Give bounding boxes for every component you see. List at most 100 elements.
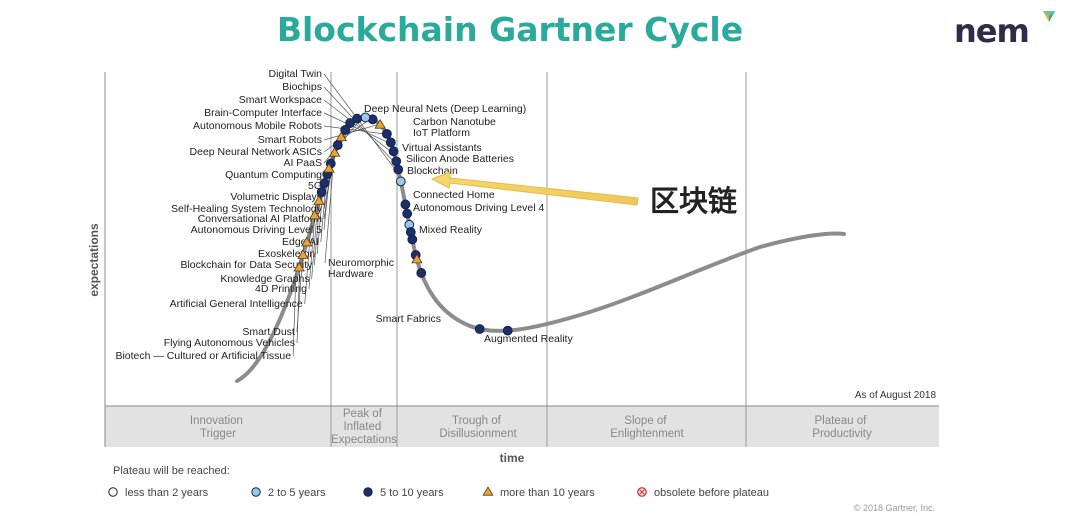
annotation-label: 区块链 xyxy=(650,184,737,218)
leader-knowledge-graphs xyxy=(311,192,319,280)
marker-biotech-cultured-or-artificial-tissue xyxy=(293,261,305,272)
annotation-arrow xyxy=(430,171,639,206)
brand-name: nem xyxy=(954,12,1030,50)
marker-neuromorphic-hardware xyxy=(323,162,335,173)
legend-marker-5-to-10-years xyxy=(363,487,373,497)
marker-volumetric-displays xyxy=(340,125,351,135)
marker-brain-computer-interface xyxy=(385,137,396,148)
marker-blockchain-for-data-security xyxy=(319,178,330,189)
nem-logo: nem xyxy=(954,11,1055,50)
legend-label-less-than-2-years: less than 2 years xyxy=(125,487,209,499)
label-flying-autonomous-vehicles: Flying Autonomous Vehicles xyxy=(164,337,295,349)
phase-label-peak: Peak of Inflated Expectations xyxy=(331,408,397,446)
legend-marker-obsolete-before-plateau xyxy=(637,487,647,497)
label-ai-paas: AI PaaS xyxy=(283,157,322,169)
label-4d-printing: 4D Printing xyxy=(255,283,307,295)
legend-marker-2-to-5-years xyxy=(251,487,261,497)
technology-markers xyxy=(293,112,513,336)
label-brain-computer-interface: Brain-Computer Interface xyxy=(204,107,322,119)
label-volumetric-displays: Volumetric Displays xyxy=(230,191,322,203)
marker-4d-printing xyxy=(313,195,325,205)
marker-iot-platform xyxy=(402,208,413,219)
label-smart-robots: Smart Robots xyxy=(258,134,322,146)
leader-smart-workspace xyxy=(323,99,391,152)
legend-label-more-than-10-years: more than 10 years xyxy=(500,487,595,499)
label-artificial-general-intelligence: Artificial General Intelligence xyxy=(170,298,303,310)
marker-self-healing-system-technology xyxy=(335,131,347,142)
marker-flying-autonomous-vehicles xyxy=(297,249,309,259)
copyright: © 2018 Gartner, Inc. xyxy=(854,503,935,513)
label-biochips: Biochips xyxy=(282,81,322,93)
label-autonomous-driving-level-5: Autonomous Driving Level 5 xyxy=(191,224,322,236)
marker-augmented-reality xyxy=(502,325,513,336)
nem-logo-icon xyxy=(1043,11,1055,22)
page-title: Blockchain Gartner Cycle xyxy=(276,10,744,49)
label-quantum-computing: Quantum Computing xyxy=(225,169,322,181)
label-autonomous-mobile-robots: Autonomous Mobile Robots xyxy=(193,120,322,132)
legend-items: less than 2 years 2 to 5 years 5 to 10 yea… xyxy=(108,486,769,499)
label-neuromorphic-hardware-1: Neuromorphic xyxy=(328,257,394,269)
marker-deep-neural-nets-deep-learning xyxy=(395,176,406,187)
label-mixed-reality: Mixed Reality xyxy=(419,224,483,236)
leader-neuromorphic-hardware xyxy=(324,168,334,264)
label-connected-home: Connected Home xyxy=(413,189,495,201)
phase-label-plateau: Plateau of Productivity xyxy=(812,415,872,440)
label-deep-neural-nets-deep-learning: Deep Neural Nets (Deep Learning) xyxy=(364,103,526,115)
label-carbon-nanotube: Carbon Nanotube xyxy=(413,116,496,128)
marker-mixed-reality xyxy=(416,268,427,278)
y-axis-label: expectations xyxy=(87,223,101,297)
label-edge-ai: Edge AI xyxy=(282,236,319,248)
label-smart-dust: Smart Dust xyxy=(242,326,295,338)
marker-smart-dust xyxy=(301,236,313,247)
leader-conversational-ai-platform xyxy=(323,145,336,220)
marker-smart-robots xyxy=(374,118,386,129)
label-autonomous-driving-level-4: Autonomous Driving Level 4 xyxy=(413,202,544,214)
label-deep-neural-network-asics: Deep Neural Network ASICs xyxy=(190,146,322,158)
phase-band xyxy=(105,406,939,447)
label-smart-workspace: Smart Workspace xyxy=(239,94,322,106)
marker-ai-paas xyxy=(360,112,371,123)
marker-autonomous-mobile-robots xyxy=(381,128,392,139)
blockchain-annotation: 区块链 xyxy=(430,171,737,218)
label-neuromorphic-hardware-2: Hardware xyxy=(328,268,374,280)
leader-autonomous-mobile-robots xyxy=(323,125,384,135)
label-conversational-ai-platform: Conversational AI Platform xyxy=(198,213,323,225)
phase-dividers xyxy=(330,72,747,447)
legend-label-5-to-10-years: 5 to 10 years xyxy=(380,487,444,499)
x-axis-label: time xyxy=(500,451,525,465)
label-augmented-reality: Augmented Reality xyxy=(484,333,573,345)
label-virtual-assistants: Virtual Assistants xyxy=(402,142,482,154)
marker-knowledge-graphs xyxy=(316,187,327,198)
legend-marker-less-than-2-years xyxy=(108,487,118,497)
phase-label-slope: Slope of Enlightenment xyxy=(610,415,684,440)
phase-label-trough: Trough of Disillusionment xyxy=(439,415,517,440)
label-self-healing-system-technology: Self-Healing System Technology xyxy=(171,203,323,215)
label-silicon-anode-batteries: Silicon Anode Batteries xyxy=(406,153,514,165)
marker-artificial-general-intelligence xyxy=(308,209,321,220)
label-digital-twin: Digital Twin xyxy=(269,68,323,80)
leader-biotech-cultured-or-artificial-tissue xyxy=(292,267,297,357)
legend-title: Plateau will be reached: xyxy=(113,465,230,477)
marker-blockchain xyxy=(407,234,418,245)
label-iot-platform: IoT Platform xyxy=(413,127,470,139)
as-of-note: As of August 2018 xyxy=(855,390,937,401)
marker-digital-twin xyxy=(393,164,404,175)
legend: Plateau will be reached: less than 2 yea… xyxy=(108,465,769,499)
label-knowledge-graphs: Knowledge Graphs xyxy=(220,273,309,285)
label-smart-fabrics: Smart Fabrics xyxy=(376,313,441,325)
legend-label-obsolete-before-plateau: obsolete before plateau xyxy=(654,487,769,499)
legend-label-2-to-5-years: 2 to 5 years xyxy=(268,487,326,499)
label-blockchain-for-data-security: Blockchain for Data Security xyxy=(180,259,313,271)
phase-label-innovation: Innovation Trigger xyxy=(190,415,246,440)
marker-quantum-computing xyxy=(352,113,363,124)
leader-artificial-general-intelligence xyxy=(304,215,313,305)
leader-smart-robots xyxy=(323,124,378,141)
marker-autonomous-driving-level-4 xyxy=(411,253,423,264)
leader-biochips xyxy=(323,86,394,162)
leader-brain-computer-interface xyxy=(323,112,388,143)
marker-conversational-ai-platform xyxy=(332,140,343,150)
marker-smart-fabrics xyxy=(474,324,485,334)
marker-autonomous-driving-level-5 xyxy=(328,146,341,157)
